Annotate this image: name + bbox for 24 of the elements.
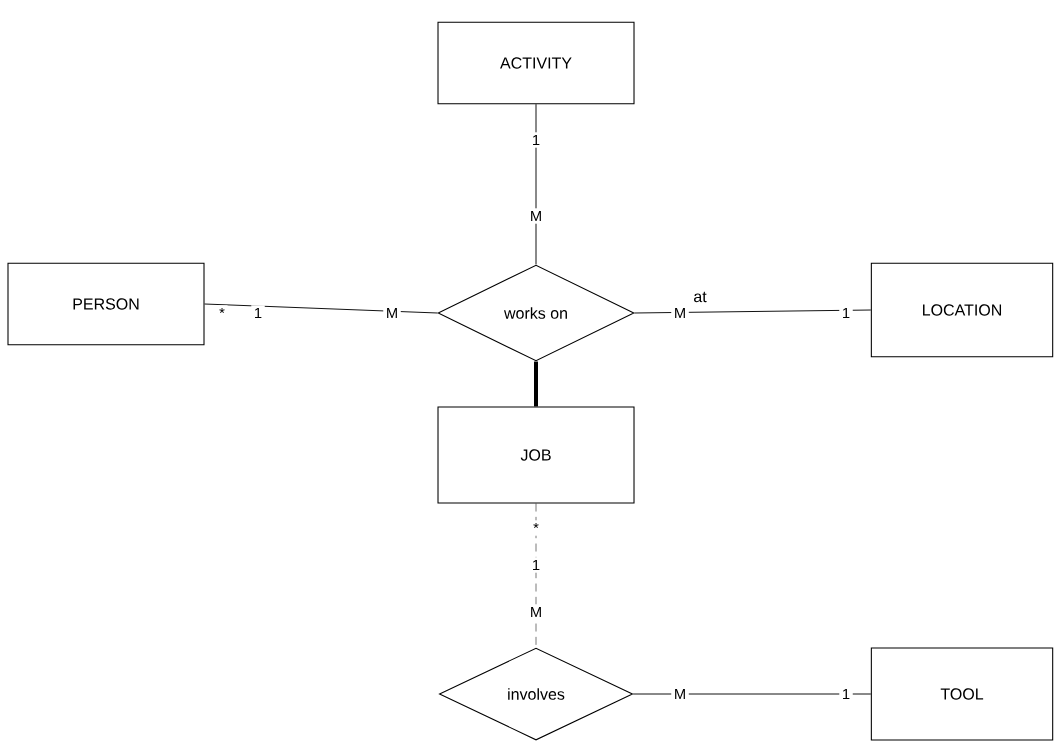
connector-line (632, 693, 872, 695)
connector-line (204, 303, 438, 314)
cardinality-label: * (216, 305, 228, 321)
cardinality-label: M (527, 604, 545, 620)
cardinality-label: M (527, 208, 545, 224)
connector-line (535, 103, 537, 265)
entity-box: TOOL (870, 647, 1054, 741)
cardinality-label: 1 (839, 305, 853, 321)
connector-line (535, 503, 537, 648)
entity-box: ACTIVITY (437, 21, 635, 105)
cardinality-label: 1 (529, 557, 543, 573)
cardinality-label: M (671, 305, 689, 321)
cardinality-label: M (671, 686, 689, 702)
connector-line (634, 309, 872, 314)
cardinality-label: M (383, 305, 401, 321)
cardinality-label: 1 (251, 305, 265, 321)
entity-box: LOCATION (870, 262, 1054, 358)
connector-line (534, 361, 538, 407)
cardinality-label: 1 (839, 686, 853, 702)
cardinality-label: 1 (529, 132, 543, 148)
entity-box: JOB (437, 406, 635, 504)
entity-box: PERSON (7, 262, 205, 346)
cardinality-label: * (530, 520, 542, 536)
edge-label: at (694, 291, 707, 303)
